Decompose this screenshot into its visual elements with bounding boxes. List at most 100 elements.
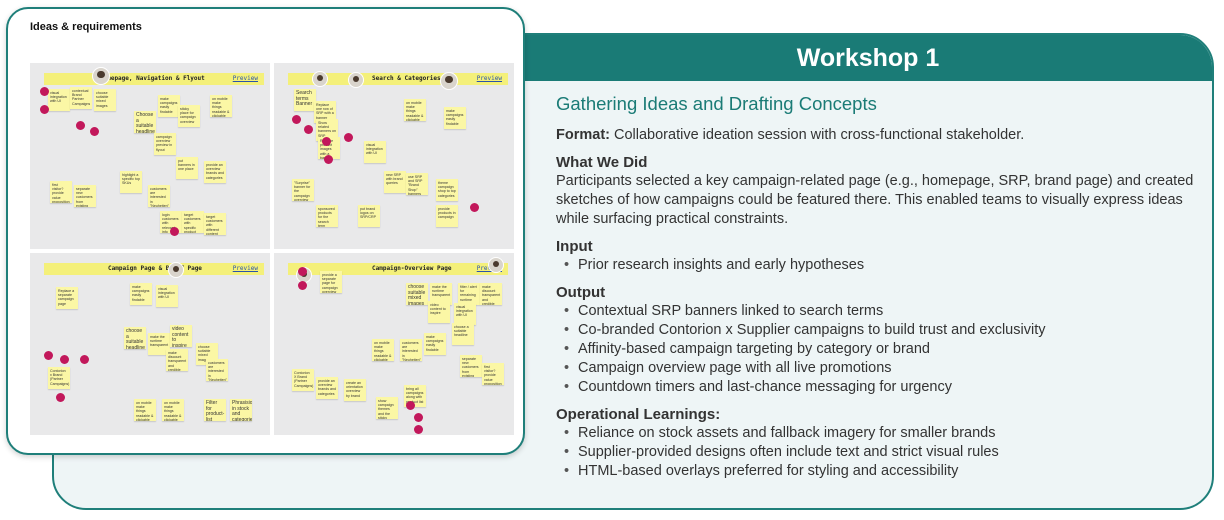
sticky-note[interactable]: visual integration with UI: [364, 141, 386, 163]
sticky-note[interactable]: visual integration with UI: [454, 303, 476, 325]
vote-dot: [292, 115, 301, 124]
sticky-note[interactable]: Replace a separate campaign page: [56, 287, 78, 309]
quadrant-header-bar: Campaign Page & Brand Page Preview: [44, 263, 264, 275]
vote-dot: [304, 125, 313, 134]
sticky-note[interactable]: theme campaign shop to top categories: [436, 179, 458, 201]
learnings-heading: Operational Learnings:: [556, 406, 721, 423]
sticky-note[interactable]: make discount transparent and credible: [480, 283, 502, 305]
workshop-subtitle: Gathering Ideas and Drafting Concepts: [556, 93, 877, 114]
sticky-note[interactable]: use SRP and SRP "Brand Shop" banners: [406, 173, 428, 195]
sticky-note[interactable]: make campaigns easily findable: [444, 107, 466, 129]
sticky-note[interactable]: on mobile make things readable & clickab…: [134, 399, 156, 421]
sticky-note[interactable]: campaign overview preview in flyout: [154, 133, 176, 155]
quadrant-title: Campaign Page & Brand Page: [108, 265, 202, 272]
avatar: [168, 262, 184, 278]
avatar: [312, 71, 328, 87]
sticky-note[interactable]: target customers with different content: [204, 213, 226, 235]
sticky-note[interactable]: "Surprise" banner for the campaign overv…: [292, 179, 314, 201]
sticky-note[interactable]: first visitor? provide value proposition: [50, 181, 72, 203]
avatar: [92, 67, 110, 85]
list-item: HTML-based overlays preferred for stylin…: [556, 462, 1196, 481]
sticky-note[interactable]: Replace one row of SRP with a banner: [314, 101, 336, 123]
sticky-note[interactable]: sponsored products for the search term: [316, 205, 338, 227]
workshop-content: Gathering Ideas and Drafting Concepts Fo…: [556, 93, 1196, 489]
sticky-note[interactable]: choose a suitable headline: [124, 327, 146, 349]
sticky-note[interactable]: make campaigns easily findable: [158, 95, 180, 117]
sticky-note[interactable]: on mobile make things readable & clickab…: [404, 99, 426, 121]
workshop-header: Workshop 1: [524, 35, 1212, 81]
sticky-note[interactable]: visual integration with UI: [156, 285, 178, 307]
sticky-note[interactable]: make campaigns easily findable: [424, 333, 446, 355]
list-item: Supplier-provided designs often include …: [556, 443, 1196, 462]
sticky-note[interactable]: customers are interested in "Neuheiten": [206, 359, 228, 381]
vote-dot: [40, 105, 49, 114]
vote-dot: [44, 351, 53, 360]
sticky-note[interactable]: customers are interested in "Neuheiten": [148, 185, 170, 207]
vote-dot: [344, 133, 353, 142]
sticky-note[interactable]: on mobile make things readable & clickab…: [372, 339, 394, 361]
sticky-note[interactable]: show campaign themes and the sticky over…: [376, 397, 398, 419]
vote-dot: [40, 87, 49, 96]
list-item: Reliance on stock assets and fallback im…: [556, 424, 1196, 443]
vote-dot: [60, 355, 69, 364]
list-item: Affinity-based campaign targeting by cat…: [556, 340, 1196, 359]
sticky-note[interactable]: Phrasisions in stock and categories: [230, 399, 252, 421]
quadrant-title: Campaign-Overview Page: [372, 265, 452, 272]
sticky-note[interactable]: customers are interested in "Neuheiten": [400, 339, 422, 361]
sticky-note[interactable]: first visitor? provide value proposition: [482, 363, 504, 385]
sticky-note[interactable]: video content to inspire: [170, 325, 192, 347]
sticky-note[interactable]: new SRP with brand queries: [384, 171, 406, 193]
preview-link[interactable]: Preview: [232, 265, 258, 272]
sticky-note[interactable]: sticky place for campaign overview: [178, 105, 200, 127]
sticky-note[interactable]: Show related banners on SRP: [316, 119, 338, 141]
sticky-note[interactable]: video content to inspire: [428, 301, 450, 323]
sticky-note[interactable]: choose suitable mixed images: [406, 283, 428, 305]
sticky-note[interactable]: provide an overview brands and categorie…: [316, 377, 338, 399]
sticky-note[interactable]: target customers with specific product p…: [182, 211, 204, 233]
sticky-note[interactable]: create an orientation overview by brand: [344, 379, 366, 401]
sticky-note[interactable]: make the runtime transparent: [148, 333, 170, 355]
avatar: [348, 72, 364, 88]
whiteboard-quadrant: Campaign-Overview PagePreviewprovide a s…: [274, 253, 514, 435]
list-item: Prior research insights and early hypoth…: [556, 256, 1196, 275]
vote-dot: [56, 393, 65, 402]
sticky-note[interactable]: separate new customers from existing cus…: [460, 355, 482, 377]
sticky-note[interactable]: put brand logos on SRP/CRP: [358, 205, 380, 227]
sticky-note[interactable]: Contorion x Brand (Partner Campaigns): [48, 367, 70, 389]
sticky-note[interactable]: on mobile make things readable & clickab…: [210, 95, 232, 117]
sticky-note[interactable]: Contorion X Brand (Partner Campaigns): [292, 369, 314, 391]
sticky-note[interactable]: put banners in one place: [176, 157, 198, 179]
sticky-note[interactable]: Filter for product-list: [204, 399, 226, 421]
sticky-note[interactable]: Choose a suitable headline: [134, 111, 156, 133]
sticky-note[interactable]: choose a suitable headline: [452, 323, 474, 345]
sticky-note[interactable]: make the runtime transparent: [430, 283, 452, 305]
sticky-note[interactable]: make campaigns easily findable: [130, 283, 152, 305]
workshop-title: Workshop 1: [796, 44, 940, 72]
vote-dot: [298, 281, 307, 290]
sticky-note[interactable]: make discount transparent and credible: [166, 349, 188, 371]
avatar: [440, 72, 458, 90]
vote-dot: [76, 121, 85, 130]
list-item: Countdown timers and last-chance messagi…: [556, 378, 1196, 397]
sticky-note[interactable]: separate new customers from existing cus…: [74, 185, 96, 207]
what-we-did-heading: What We Did: [556, 154, 648, 171]
sticky-note[interactable]: provide an overview brands and categorie…: [204, 161, 226, 183]
preview-link[interactable]: Preview: [232, 75, 258, 82]
sticky-note[interactable]: provide products in campaign: [436, 205, 458, 227]
preview-link[interactable]: Preview: [476, 75, 502, 82]
vote-dot: [170, 227, 179, 236]
sticky-note[interactable]: visual integration with UI: [48, 89, 70, 111]
sticky-note[interactable]: choose suitable mixed images: [94, 89, 116, 111]
sticky-note[interactable]: filter / alert for remaining runtime: [458, 283, 480, 305]
sticky-note[interactable]: Search terms Banner: [294, 89, 316, 111]
sticky-note[interactable]: contextual Brand Partner Campaigns: [70, 87, 92, 109]
format-line: Format: Collaborative ideation session w…: [556, 126, 1196, 145]
sticky-note[interactable]: on mobile make things readable & clickab…: [162, 399, 184, 421]
avatar: [488, 257, 504, 273]
vote-dot: [90, 127, 99, 136]
sticky-note[interactable]: provide a separate page for campaign ove…: [320, 271, 342, 293]
sticky-note[interactable]: highlight a specific top SKUs: [120, 171, 142, 193]
